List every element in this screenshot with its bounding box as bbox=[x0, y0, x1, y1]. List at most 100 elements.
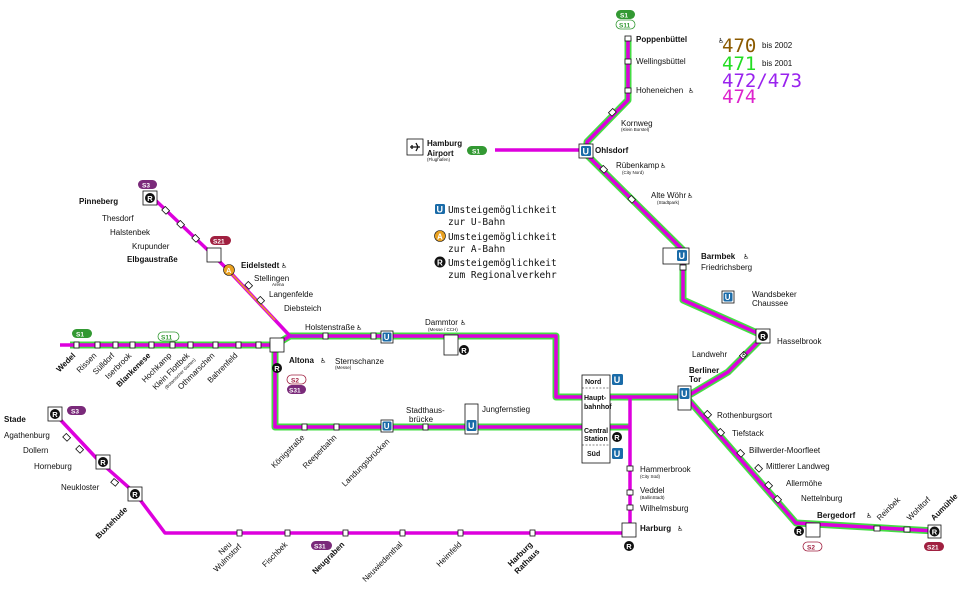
badge-s2-bergedorf bbox=[802, 541, 823, 552]
station-elbgaustrasse: Elbgaustraße bbox=[127, 255, 178, 264]
svg-text:U: U bbox=[583, 147, 590, 157]
legend-470-note: bis 2002 bbox=[762, 41, 793, 50]
svg-text:U: U bbox=[384, 422, 390, 431]
route-470-segment bbox=[227, 269, 276, 321]
pinneberg-station-box: R bbox=[142, 190, 158, 206]
legend-r-line1: Umsteigemöglichkeit bbox=[448, 258, 557, 269]
station-hbf-4: Station bbox=[584, 436, 608, 443]
station-pinneberg: Pinneberg bbox=[79, 197, 118, 206]
bergedorf-station-box: R bbox=[794, 522, 821, 538]
station-barmbek: Barmbek bbox=[701, 252, 736, 261]
station-hammerbrook: Hammerbrook bbox=[640, 465, 692, 474]
svg-text:S11: S11 bbox=[161, 335, 173, 342]
station-friedrichsberg: Friedrichsberg bbox=[701, 263, 752, 272]
line-legend: 470 bis 2002 471 bis 2001 472/473 474 bbox=[722, 35, 802, 108]
svg-text:S2: S2 bbox=[807, 545, 815, 552]
station-bergedorf: Bergedorf bbox=[817, 511, 856, 520]
station-harburg: Harburg bbox=[640, 524, 671, 533]
svg-text:U: U bbox=[384, 333, 390, 342]
badge-s3-stade bbox=[67, 406, 86, 415]
station-dollern: Dollern bbox=[23, 446, 48, 455]
station-alte-woehr: Alte Wöhr bbox=[651, 191, 686, 200]
regional-train-icon bbox=[434, 256, 446, 268]
legend-a-line2: zur A-Bahn bbox=[448, 244, 505, 255]
svg-text:S1: S1 bbox=[620, 13, 628, 20]
svg-text:S2: S2 bbox=[291, 378, 299, 385]
svg-text:U: U bbox=[679, 251, 686, 261]
wheelchair-icon: ♿ bbox=[687, 192, 693, 200]
station-hasselbrook: Hasselbrook bbox=[777, 337, 822, 346]
station-wohltorf: Wohltorf bbox=[905, 495, 933, 523]
station-airport-sub: (Flughafen) bbox=[427, 157, 451, 162]
legend-471-note: bis 2001 bbox=[762, 59, 793, 68]
station-sternschanze-sub: (Messe) bbox=[335, 365, 352, 370]
svg-text:S21: S21 bbox=[213, 239, 225, 246]
station-sternschanze: Sternschanze bbox=[335, 357, 384, 366]
station-ruebenkamp-sub: (City Nord) bbox=[622, 170, 644, 175]
u-bahn-icon bbox=[435, 204, 445, 214]
accessibility-icons: ♿ ♿ ♿ ♿ ♿ ♿ ♿ ♿ ♿ ♿ ♿ ♿ bbox=[281, 37, 872, 533]
svg-text:S1: S1 bbox=[472, 149, 480, 156]
station-agathenburg: Agathenburg bbox=[4, 431, 50, 440]
legend-471: 471 bbox=[722, 53, 756, 75]
station-hbf-sued: Süd bbox=[587, 451, 600, 458]
svg-text:U: U bbox=[614, 375, 621, 385]
svg-text:R: R bbox=[100, 458, 106, 467]
wheelchair-icon: ♿ bbox=[741, 351, 747, 359]
station-altona: Altona bbox=[289, 356, 314, 365]
altona-station-box: R bbox=[269, 337, 285, 373]
horneburg-station-box: R bbox=[95, 454, 111, 470]
badge-s11-wedel bbox=[157, 331, 180, 342]
station-labels: Poppenbüttel Wellingsbüttel Hoheneichen … bbox=[4, 35, 960, 584]
wheelchair-icon: ♿ bbox=[460, 319, 466, 327]
station-horneburg: Horneburg bbox=[34, 462, 72, 471]
svg-text:R: R bbox=[274, 364, 280, 373]
station-landungsbruecken: Landungsbrücken bbox=[340, 437, 391, 488]
line-badges: S1 S11 S1 S3 S21 S1 S11 S2 S31 S3 S31 S2… bbox=[67, 10, 944, 552]
route-471-harbour bbox=[271, 345, 630, 431]
aumuehle-station-box: R bbox=[927, 524, 942, 539]
eidelstedt-box: A bbox=[206, 247, 235, 276]
station-wedel: Wedel bbox=[54, 351, 77, 374]
legend-u-line1: Umsteigemöglichkeit bbox=[448, 205, 557, 216]
station-hammerbrook-sub: (City Süd) bbox=[640, 474, 661, 479]
badge-s21-aumuehle bbox=[924, 542, 944, 551]
station-wandsbeker-2: Chaussee bbox=[752, 299, 789, 308]
badge-s11-top bbox=[615, 19, 636, 30]
u-ohlsdorf-icon: U bbox=[578, 143, 594, 159]
a-bahn-icon bbox=[434, 230, 446, 242]
station-berliner-1: Berliner bbox=[689, 366, 719, 375]
station-landwehr: Landwehr bbox=[692, 350, 727, 359]
svg-text:S3: S3 bbox=[71, 409, 79, 416]
svg-text:S21: S21 bbox=[927, 545, 939, 552]
svg-text:S3: S3 bbox=[142, 183, 150, 190]
wheelchair-icon: ♿ bbox=[743, 253, 749, 261]
svg-text:U: U bbox=[614, 449, 621, 459]
station-reinbek: Reinbek bbox=[875, 495, 903, 523]
badge-s1-wedel bbox=[72, 329, 92, 338]
station-stadthaus-1: Stadthaus- bbox=[406, 406, 445, 415]
station-hbf-1: Haupt- bbox=[584, 395, 607, 402]
svg-text:A: A bbox=[226, 266, 232, 275]
station-buxtehude: Buxtehude bbox=[94, 505, 130, 541]
station-rothenburgsort: Rothenburgsort bbox=[717, 411, 773, 420]
svg-text:S1: S1 bbox=[76, 332, 84, 339]
svg-text:R: R bbox=[437, 259, 443, 268]
badge-s1-top bbox=[616, 10, 635, 19]
svg-text:R: R bbox=[932, 528, 938, 537]
station-eidelstedt: Eidelstedt bbox=[241, 261, 280, 270]
svg-text:R: R bbox=[132, 490, 138, 499]
u-berliner-tor-icon: U bbox=[677, 385, 692, 411]
station-aumuehle: Aumühle bbox=[929, 491, 960, 522]
badge-s21-eidelstedt bbox=[210, 236, 231, 245]
station-neuwiedenthal: Neuwiedenthal bbox=[361, 540, 405, 584]
station-hbf-3: Central bbox=[584, 428, 608, 435]
station-airport-2: Airport bbox=[427, 149, 454, 158]
svg-text:R: R bbox=[760, 332, 766, 341]
station-veddel: Veddel bbox=[640, 486, 665, 495]
legend-a-line1: Umsteigemöglichkeit bbox=[448, 232, 557, 243]
station-kornweg: Kornweg bbox=[621, 119, 653, 128]
station-tiefstack: Tiefstack bbox=[732, 429, 765, 438]
badge-s1-airport bbox=[467, 146, 487, 155]
wheelchair-icon: ♿ bbox=[866, 512, 872, 520]
